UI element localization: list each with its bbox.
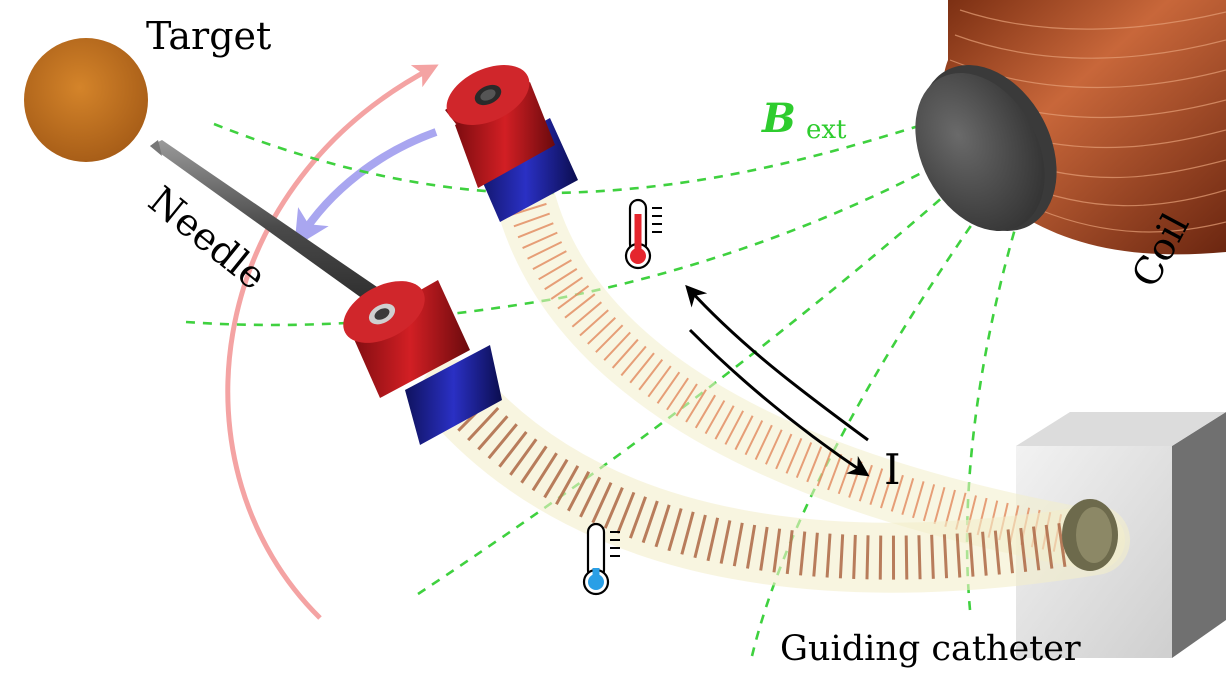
needle	[150, 140, 396, 314]
field-label: B	[761, 95, 796, 142]
spring-lower	[420, 360, 1130, 593]
target-sphere	[24, 38, 148, 162]
target-label: Target	[146, 14, 271, 58]
current-arrow-down	[688, 328, 870, 477]
swing-arc-forward	[225, 64, 439, 620]
spring-upper	[495, 168, 1125, 570]
current-arrow-up	[685, 284, 869, 442]
thermometer-hot-icon	[624, 198, 662, 270]
current-label: I	[884, 445, 901, 494]
thermometer-cold-icon	[582, 522, 620, 596]
magnet-lower	[343, 280, 502, 445]
field-subscript: ext	[806, 115, 847, 145]
electromagnet-coil	[915, 0, 1226, 255]
needle-label: Needle	[140, 178, 274, 299]
magnet-upper	[445, 64, 578, 222]
swing-arc-back	[294, 128, 438, 248]
catheter-label: Guiding catheter	[780, 629, 1081, 669]
